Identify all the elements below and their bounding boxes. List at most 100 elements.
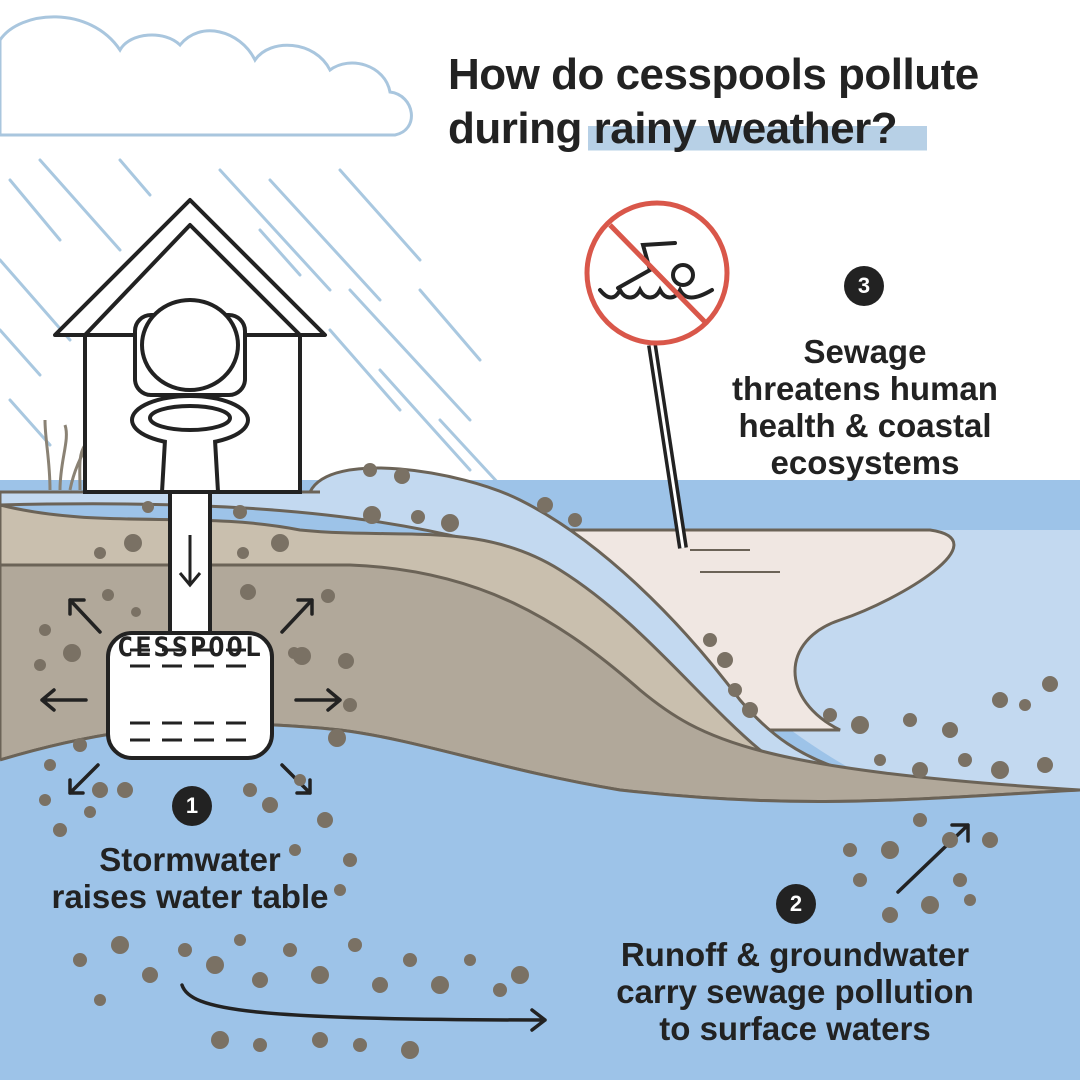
sediment-dot (537, 497, 553, 513)
title-line-2: during (448, 103, 594, 153)
step-1-caption: Stormwater raises water table (0, 841, 380, 916)
sediment-dot (493, 983, 507, 997)
sediment-dot (441, 514, 459, 532)
arrow-icon (40, 598, 970, 1032)
sediment-dot (334, 884, 346, 896)
sediment-dot (1037, 757, 1053, 773)
sediment-dot (142, 501, 154, 513)
step-2-caption: Runoff & groundwater carry sewage pollut… (560, 936, 1030, 1048)
sediment-dot (294, 774, 306, 786)
sediment-dot (252, 972, 268, 988)
cesspool-tank (106, 631, 274, 760)
title-highlight: rainy weather? (587, 103, 928, 153)
sediment-dot (253, 1038, 267, 1052)
sediment-dot (321, 589, 335, 603)
sediment-dot (237, 547, 249, 559)
sediment-dot (178, 943, 192, 957)
sediment-dot (142, 967, 158, 983)
sediment-dot (942, 722, 958, 738)
sediment-dot (717, 652, 733, 668)
sediment-dot (131, 607, 141, 617)
sediment-dot (403, 953, 417, 967)
step-1-badge: 1 (172, 786, 212, 826)
sediment-dot (568, 513, 582, 527)
sediment-dot (240, 584, 256, 600)
step-3-badge: 3 (844, 266, 884, 306)
step-2-line: Runoff & groundwater (620, 936, 970, 973)
sediment-dot (312, 1032, 328, 1048)
sediment-dot (703, 633, 717, 647)
sediment-dot (348, 938, 362, 952)
step-3-line: threatens human (732, 369, 998, 407)
cloud-icon (0, 15, 413, 137)
toilet-icon (130, 298, 250, 494)
sediment-dot (942, 832, 958, 848)
sediment-dot (262, 797, 278, 813)
sediment-dot (394, 468, 410, 484)
sediment-dot (271, 534, 289, 552)
sediment-dot (317, 812, 333, 828)
sediment-dot (63, 644, 81, 662)
sediment-dot (991, 761, 1009, 779)
no-swimming-sign-icon (584, 200, 730, 549)
step-1-line: Stormwater (99, 841, 281, 878)
sediment-dot (293, 647, 311, 665)
sediment-dot (211, 1031, 229, 1049)
sediment-dot (283, 943, 297, 957)
sediment-dot (44, 759, 56, 771)
sediment-dot (111, 936, 129, 954)
sediment-dot (958, 753, 972, 767)
sediment-dot (874, 754, 886, 766)
sediment-dot (117, 782, 133, 798)
sediment-dot (843, 843, 857, 857)
sediment-dot (912, 762, 928, 778)
rain-icon (0, 158, 502, 487)
sediment-dot (511, 966, 529, 984)
sediment-dot (94, 547, 106, 559)
sediment-dot (431, 976, 449, 994)
sediment-dot (853, 873, 867, 887)
sediment-dot (1042, 676, 1058, 692)
step-3-line: ecosystems (770, 443, 960, 481)
sediment-dot (1019, 699, 1031, 711)
sediment-dot (353, 1038, 367, 1052)
sediment-dot (73, 738, 87, 752)
sediment-dot (39, 624, 51, 636)
sediment-dot (742, 702, 758, 718)
sediment-dot (411, 510, 425, 524)
sediment-dot (982, 832, 998, 848)
page-title: How do cesspools pollute during rainy we… (448, 48, 979, 155)
step-2-line: carry sewage pollution (616, 972, 974, 1010)
sediment-dot (913, 813, 927, 827)
sediment-dot (234, 934, 246, 946)
sediment-dot (728, 683, 742, 697)
sediment-dot (401, 1041, 419, 1059)
sediment-dot (343, 698, 357, 712)
title-line-1: How do cesspools pollute (448, 50, 979, 99)
sediment-dot (92, 782, 108, 798)
sediment-dot (102, 589, 114, 601)
sediment-dot (328, 729, 346, 747)
sediment-dot (84, 806, 96, 818)
step-3-caption: Sewage threatens human health & coastal … (690, 333, 1040, 482)
sediment-dot (94, 994, 106, 1006)
sediment-dot (73, 953, 87, 967)
step-2-badge: 2 (776, 884, 816, 924)
step-3-line: health & coastal (738, 406, 992, 444)
sediment-dot (464, 954, 476, 966)
sediment-dot (243, 783, 257, 797)
cesspool-label: CESSPOOL (116, 632, 264, 663)
sediment-dot (363, 506, 381, 524)
sediment-dot (964, 894, 976, 906)
sediment-dot (34, 659, 46, 671)
sediment-dot (823, 708, 837, 722)
sediment-dot (992, 692, 1008, 708)
sediment-dot (903, 713, 917, 727)
sediment-dot (311, 966, 329, 984)
sediment-dot (124, 534, 142, 552)
sediment-dot (372, 977, 388, 993)
step-3-line: Sewage (803, 333, 927, 370)
sediment-dot (206, 956, 224, 974)
sediment-dot (882, 907, 898, 923)
